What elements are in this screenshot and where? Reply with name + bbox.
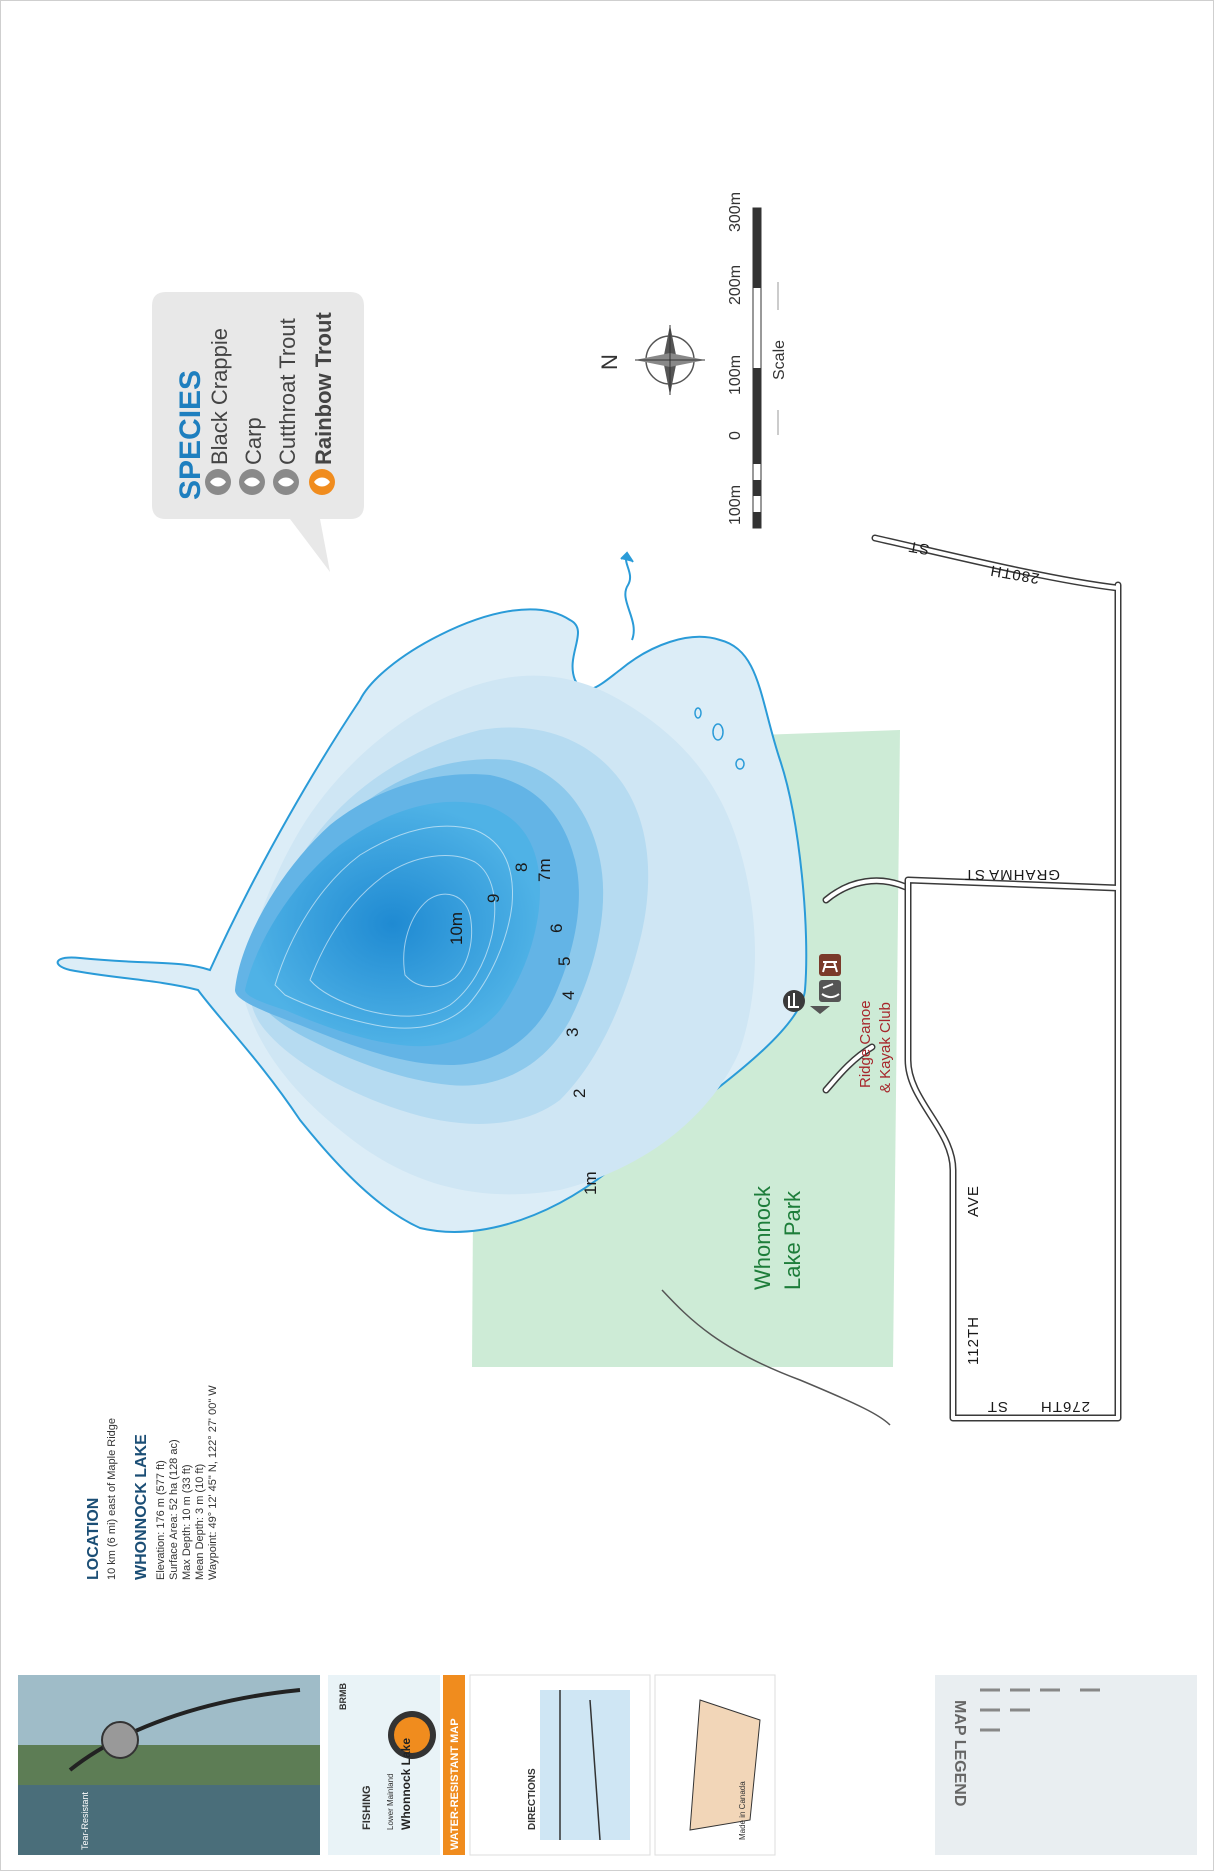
depth-1m: 1m — [581, 1171, 600, 1195]
depth-zone-deep — [245, 801, 540, 1047]
lake-heading: WHONNOCK LAKE — [133, 1434, 150, 1580]
scale-bar: 100m 0 100m 200m 300m Scale — [727, 192, 788, 529]
map-legend-panel — [935, 1675, 1197, 1855]
species-cutthroat-trout: Cutthroat Trout — [275, 318, 300, 465]
water-resistant-label: WATER-RESISTANT MAP — [449, 1718, 461, 1850]
outlet-stream — [624, 557, 635, 641]
club-label-line2: & Kayak Club — [877, 1002, 894, 1093]
canoe-icon — [819, 980, 841, 1002]
depth-10m: 10m — [447, 912, 466, 945]
label-112th: 112TH — [965, 1316, 982, 1365]
depth-6: 6 — [547, 924, 566, 933]
species-icon-1 — [205, 469, 231, 495]
road-labels: 280TH ST GRAHMA ST 276TH ST 112TH AVE — [907, 537, 1090, 1415]
scale-tick-neg100: 100m — [727, 485, 744, 525]
info-mean-depth: Mean Depth: 3 m (10 ft) — [194, 1464, 206, 1580]
cover-panels: Tear-Resistant FISHING Lower Mainland Wh… — [18, 1674, 1197, 1856]
depth-5: 5 — [555, 957, 574, 966]
species-callout: SPECIES Black Crappie Carp Cutthroat Tro… — [152, 292, 364, 572]
label-276th: 276TH — [1040, 1398, 1090, 1415]
contour-9 — [274, 825, 514, 1029]
depth-3: 3 — [563, 1028, 582, 1037]
road-network — [871, 534, 1122, 1422]
species-title: SPECIES — [174, 370, 207, 500]
brand-label: BRMB — [338, 1683, 348, 1710]
depth-8: 8 — [512, 863, 531, 872]
species-icon-3 — [273, 469, 299, 495]
dock-icon — [810, 1006, 830, 1014]
location-heading: LOCATION — [85, 1498, 102, 1580]
made-in-canada-label: Made in Canada — [738, 1781, 747, 1840]
scale-tick-200: 200m — [727, 265, 744, 305]
info-waypoint: Waypoint: 49° 12' 45" N, 122° 27' 00" W — [207, 1385, 219, 1580]
info-surface: Surface Area: 52 ha (128 ac) — [168, 1439, 180, 1580]
park-label-line1: Whonnock — [750, 1185, 775, 1290]
species-carp: Carp — [241, 417, 266, 465]
scale-tick-0: 0 — [727, 431, 744, 440]
label-grahma: GRAHMA — [988, 866, 1060, 883]
directions-label: DIRECTIONS — [527, 1768, 538, 1830]
scale-tick-100: 100m — [727, 355, 744, 395]
scale-title: Scale — [771, 340, 788, 380]
species-icon-2 — [239, 469, 265, 495]
depth-labels: 1m 2 3 4 5 6 7m 8 9 10m — [447, 858, 600, 1195]
info-max-depth: Max Depth: 10 m (33 ft) — [181, 1464, 193, 1580]
label-280th: 280TH — [988, 561, 1040, 586]
lake-info: LOCATION 10 km (6 mi) east of Maple Ridg… — [85, 1385, 219, 1580]
north-label: N — [597, 354, 622, 370]
tear-resistant-label: Tear-Resistant — [80, 1791, 90, 1850]
scale-tick-300: 300m — [727, 192, 744, 232]
label-grahma-st: ST — [964, 866, 985, 883]
label-ave: AVE — [965, 1185, 982, 1217]
info-elevation: Elevation: 176 m (577 ft) — [155, 1460, 167, 1580]
depth-7m: 7m — [535, 858, 554, 882]
species-black-crappie: Black Crappie — [207, 328, 232, 465]
boat-launch-icon — [783, 990, 805, 1012]
roads — [822, 534, 1122, 1422]
location-text: 10 km (6 mi) east of Maple Ridge — [106, 1418, 118, 1580]
lake-title-label: Whonnock Lake — [399, 1738, 413, 1830]
species-rainbow-trout: Rainbow Trout — [311, 312, 336, 465]
contour-10 — [309, 855, 496, 1017]
species-icon-4 — [309, 469, 335, 495]
outlet-arrow — [620, 551, 634, 563]
region-label: Lower Mainland — [386, 1774, 395, 1830]
park-label-line2: Lake Park — [780, 1190, 805, 1290]
title-panel — [328, 1675, 440, 1855]
label-280th-st: ST — [907, 537, 931, 557]
club-label-line1: Ridge Canoe — [857, 1000, 874, 1088]
compass-rose-icon: N — [597, 325, 705, 395]
map-legend-title: MAP LEGEND — [951, 1700, 968, 1806]
picnic-icon — [819, 954, 841, 976]
water-resistant-band — [443, 1675, 465, 1855]
fishing-label: FISHING — [361, 1785, 373, 1830]
depth-2: 2 — [570, 1089, 589, 1098]
trail-line — [661, 1289, 891, 1426]
lake — [56, 551, 808, 1233]
label-276th-st: ST — [987, 1398, 1008, 1415]
depth-9: 9 — [484, 894, 503, 903]
contour-10b — [403, 893, 473, 988]
depth-4: 4 — [559, 991, 578, 1000]
